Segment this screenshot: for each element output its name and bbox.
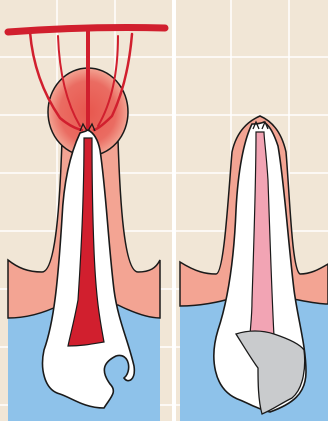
panel-divider <box>172 0 176 421</box>
